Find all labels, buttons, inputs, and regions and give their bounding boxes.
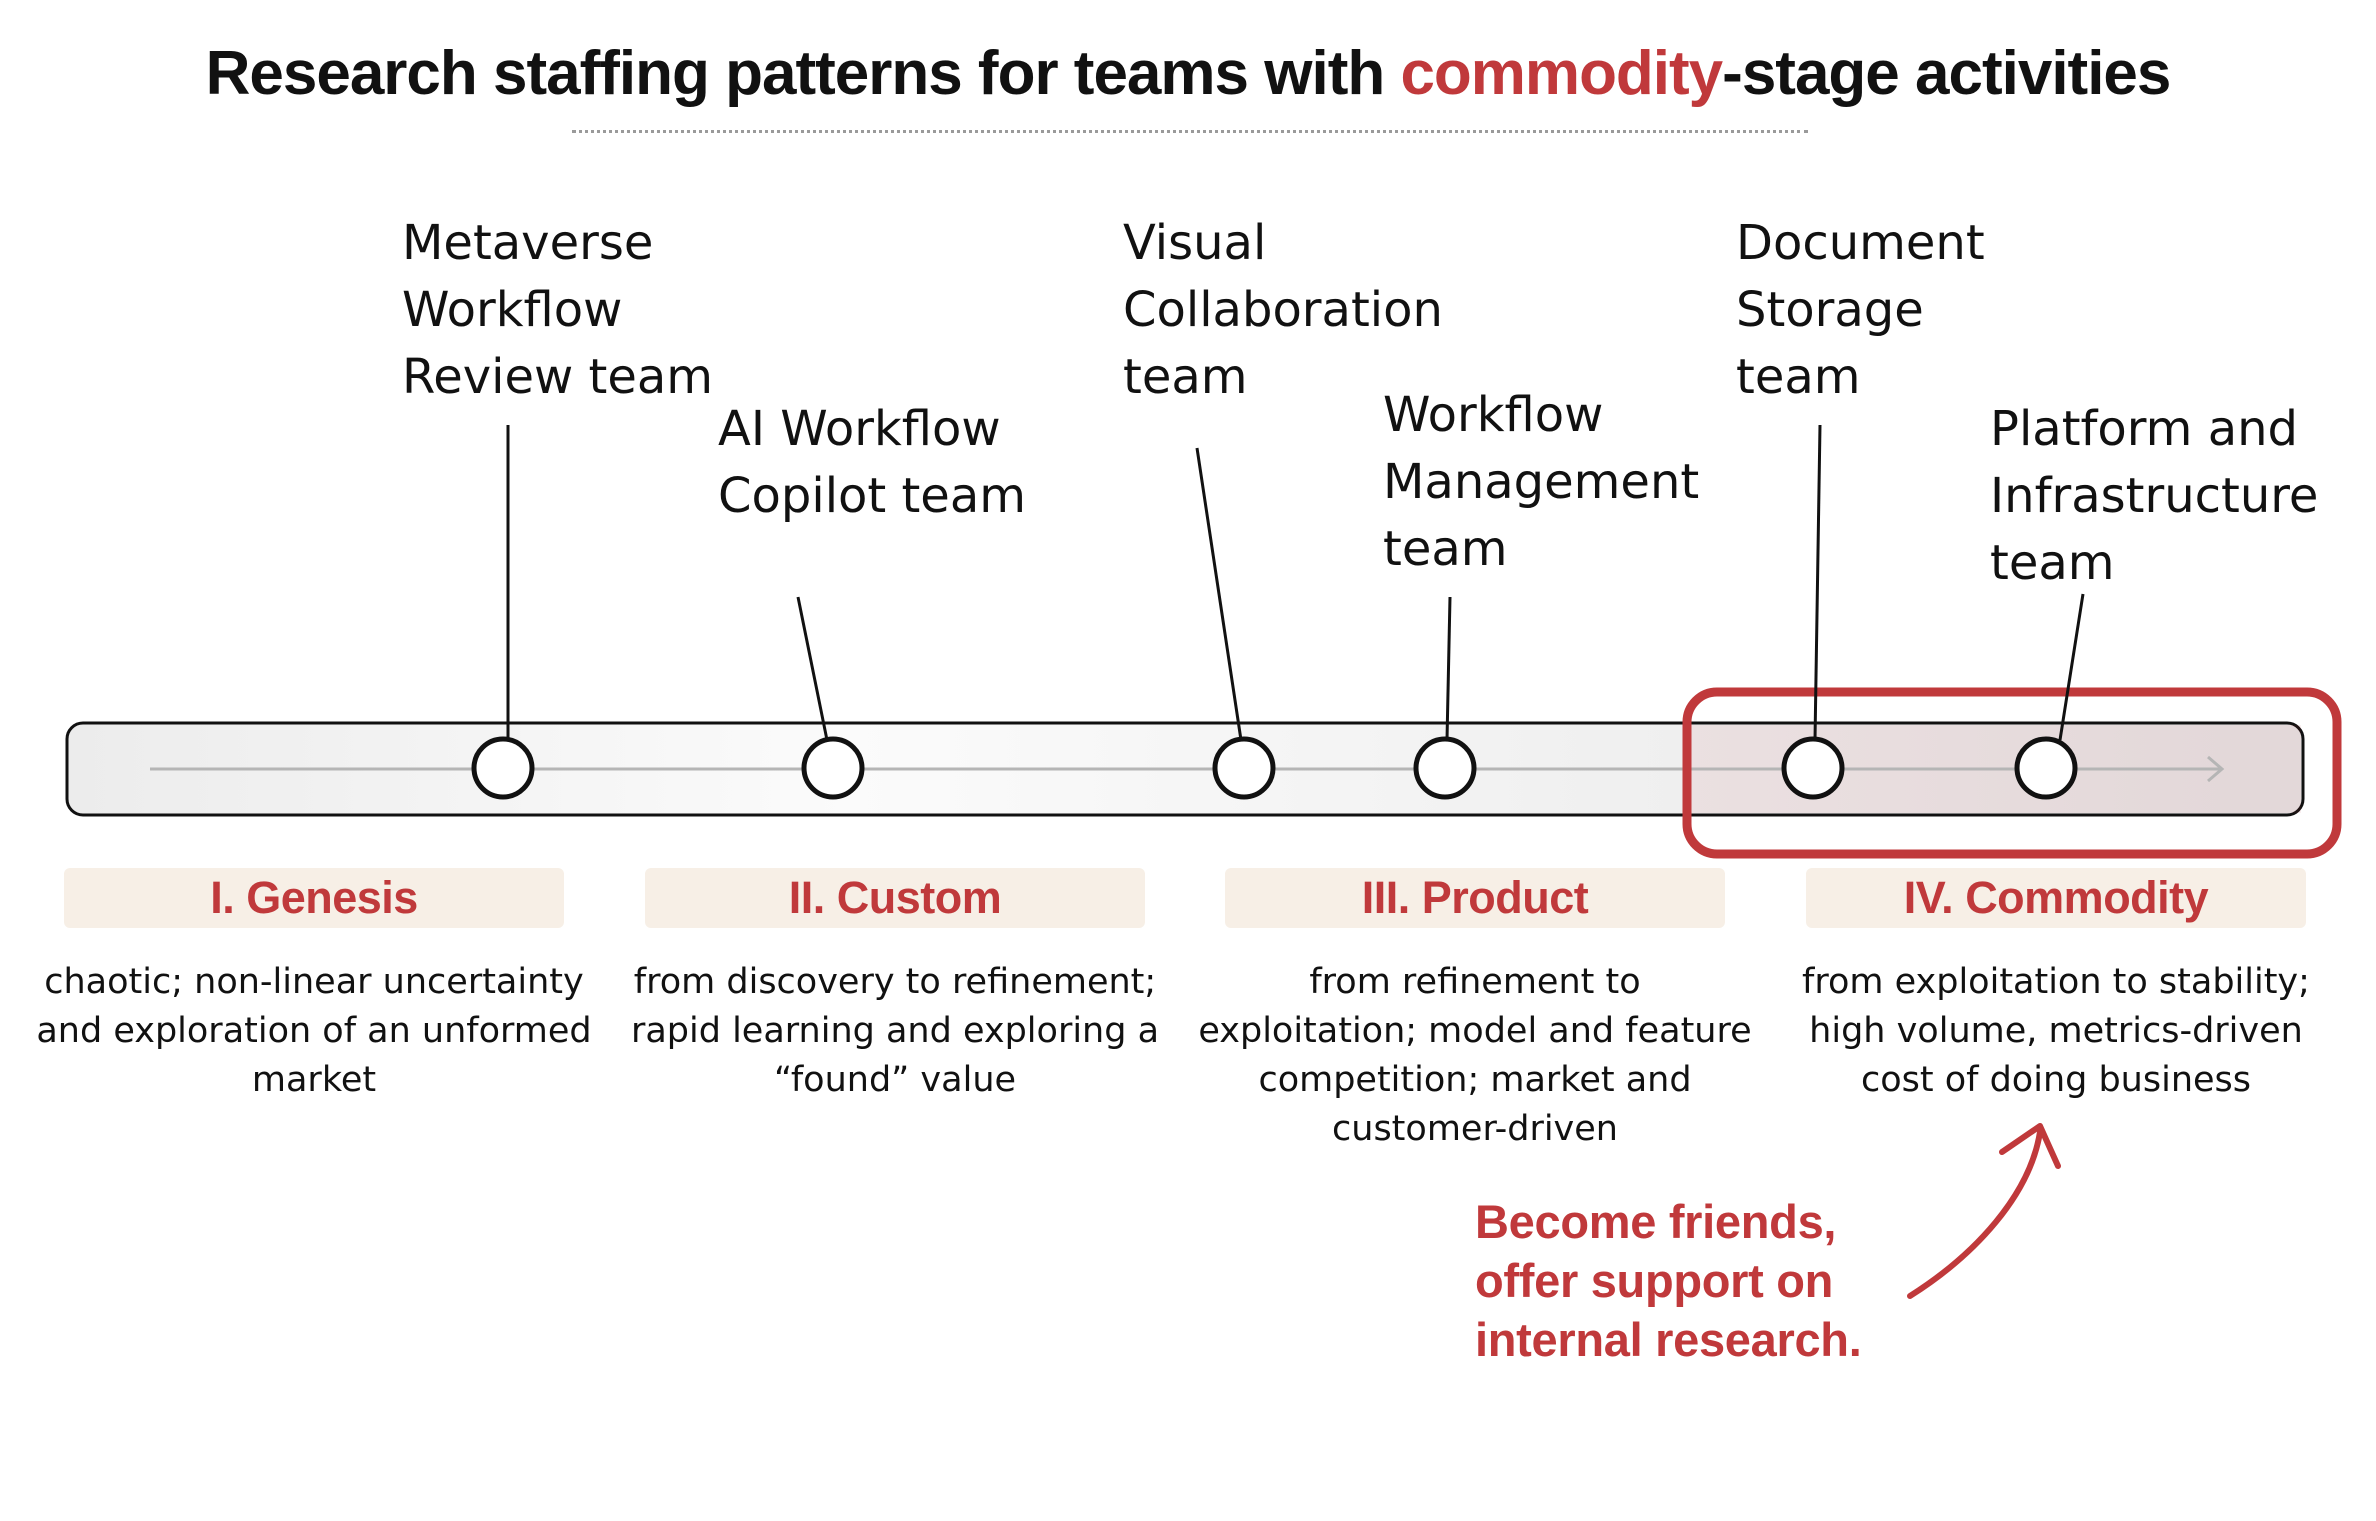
node-metaverse xyxy=(471,736,535,800)
team-label-visual-collab: Visual Collaboration team xyxy=(1123,215,1443,405)
callout-arrow xyxy=(1907,1129,2043,1299)
leader-line-visual-collab xyxy=(1195,447,1243,741)
title-highlight: commodity xyxy=(1400,39,1723,108)
leader-line-platform xyxy=(2058,593,2085,741)
stage-genesis: I. Genesis xyxy=(64,868,564,928)
title-underline xyxy=(572,130,1808,133)
timeline-arrowhead xyxy=(2207,755,2225,783)
callout-arrowhead xyxy=(1999,1123,2061,1169)
team-label-workflow-mgmt: Workflow Management team xyxy=(1383,387,1700,577)
stage-custom-description: from discovery to refinement; rapid lear… xyxy=(630,962,1160,1100)
stage-product: III. Product xyxy=(1225,868,1725,928)
stage-commodity-description: from exploitation to stability; high vol… xyxy=(1802,962,2310,1100)
team-label-metaverse: Metaverse Workflow Review team xyxy=(402,215,714,405)
node-ai-copilot xyxy=(801,736,865,800)
commodity-highlight-frame xyxy=(1682,687,2342,859)
callout-text: Become friends, offer support on interna… xyxy=(1475,1195,1862,1366)
team-label-platform: Platform and Infrastructure team xyxy=(1990,401,2319,591)
leader-line-ai-copilot xyxy=(796,596,829,741)
stage-genesis-description: chaotic; non-linear uncertainty and expl… xyxy=(36,962,592,1100)
node-document-storage xyxy=(1781,736,1845,800)
team-label-ai-copilot: AI Workflow Copilot team xyxy=(718,401,1026,524)
leader-line-document-storage xyxy=(1813,424,1822,741)
title-prefix: Research staffing patterns for teams wit… xyxy=(205,39,1401,108)
stage-commodity: IV. Commodity xyxy=(1806,868,2306,928)
stage-product-description: from refinement to exploitation; model a… xyxy=(1198,962,1752,1149)
node-platform xyxy=(2014,736,2078,800)
team-label-document-storage: Document Storage team xyxy=(1736,215,1985,405)
diagram-title: Research staffing patterns for teams wit… xyxy=(0,38,2376,109)
node-workflow-mgmt xyxy=(1413,736,1477,800)
stage-custom: II. Custom xyxy=(645,868,1145,928)
leader-line-workflow-mgmt xyxy=(1445,596,1452,741)
node-visual-collab xyxy=(1212,736,1276,800)
title-suffix: -stage activities xyxy=(1722,39,2171,108)
